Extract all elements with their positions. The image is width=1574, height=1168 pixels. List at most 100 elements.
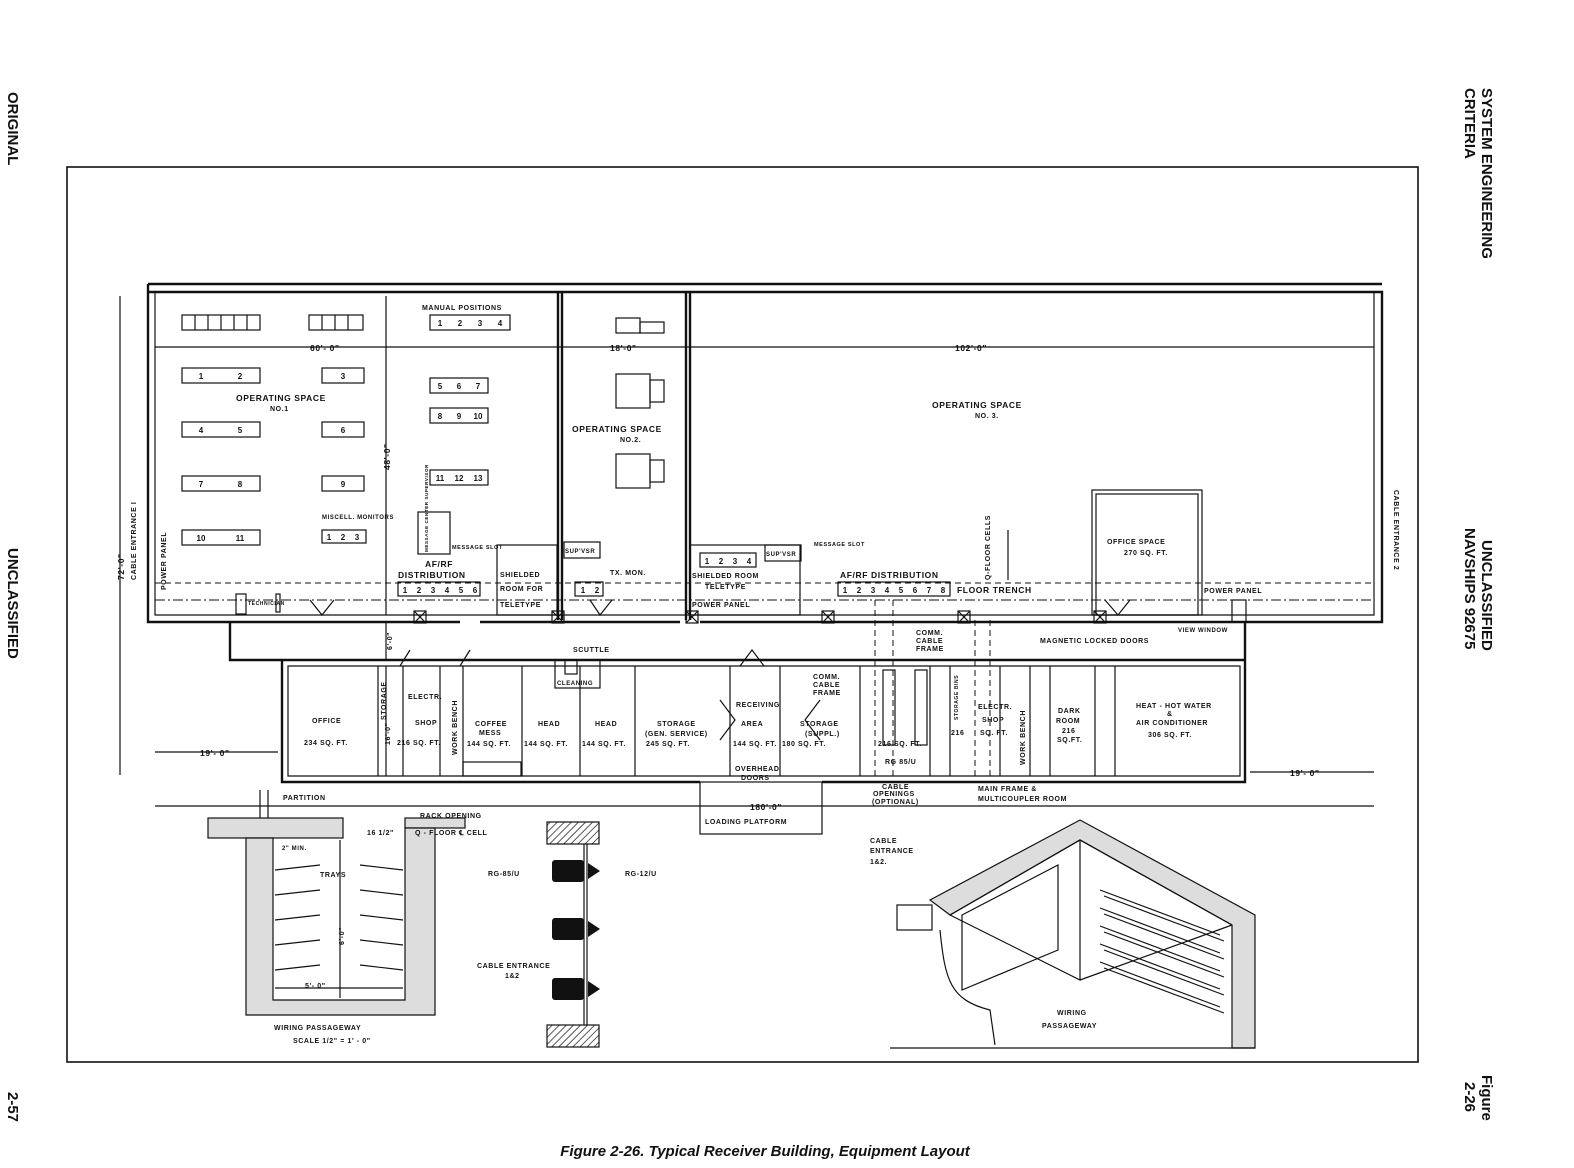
afrf2-5: 5 bbox=[899, 586, 904, 595]
comm-frame-2-c: FRAME bbox=[916, 646, 944, 653]
drawing-frame bbox=[66, 166, 1419, 1063]
work-bench-1: WORK BENCH bbox=[452, 700, 459, 755]
receiving-a: RECEIVING bbox=[736, 702, 780, 709]
storage-gen-area: 245 SQ. FT. bbox=[646, 741, 690, 748]
figure-caption: Figure 2-26. Typical Receiver Building, … bbox=[560, 1143, 971, 1160]
cable-entrance-1: CABLE ENTRANCE I bbox=[131, 502, 138, 580]
manual-13: 13 bbox=[474, 474, 483, 483]
comm-frame-1-b: CABLE bbox=[813, 682, 840, 689]
cable-openings-b: OPENINGS bbox=[873, 791, 915, 798]
section-scale: SCALE 1/2" = 1' - 0" bbox=[293, 1038, 371, 1045]
shielded-room-1-b: ROOM FOR bbox=[500, 586, 543, 593]
coffee-mess-area: 144 SQ. FT. bbox=[467, 741, 511, 748]
iso-passage-a: WIRING bbox=[1057, 1010, 1087, 1017]
office-space-area: 270 SQ. FT. bbox=[1124, 550, 1168, 557]
overhead-doors-b: DOORS bbox=[741, 775, 770, 782]
supervisor-2: SUP'VSR bbox=[766, 552, 796, 558]
comm-frame-1-a: COMM. bbox=[813, 674, 840, 681]
iso-passage-b: PASSAGEWAY bbox=[1042, 1023, 1097, 1030]
manual-10: 10 bbox=[474, 412, 483, 421]
shielded-room-1-c: TELETYPE bbox=[500, 602, 541, 609]
dark-room-b: ROOM bbox=[1056, 718, 1080, 725]
dim-16ft: 16'-0" bbox=[385, 722, 392, 745]
shielded-room-1-a: SHIELDED bbox=[500, 572, 540, 579]
afrf1-1: 1 bbox=[403, 586, 408, 595]
loading-platform: LOADING PLATFORM bbox=[705, 819, 787, 826]
electr-shop-1-b: SHOP bbox=[415, 720, 437, 727]
head-2-area: 144 SQ. FT. bbox=[582, 741, 626, 748]
rg12-u: RG-12/U bbox=[625, 871, 657, 878]
storage-suppl-a: STORAGE bbox=[800, 721, 839, 728]
main-frame-area: 216 SQ. FT. bbox=[878, 741, 922, 748]
heat-area: 306 SQ. FT. bbox=[1148, 732, 1192, 739]
cable-entrance-detail: RG-85/U RG-12/U CABLE ENTRANCE 1&2 bbox=[477, 821, 657, 1048]
technician-label: TECHNICIAN bbox=[248, 601, 285, 607]
power-panel-center: POWER PANEL bbox=[692, 602, 750, 609]
storage-suppl-area: 180 SQ. FT. bbox=[782, 741, 826, 748]
manual-4: 4 bbox=[498, 319, 503, 328]
console-5: 5 bbox=[238, 426, 243, 435]
work-bench-2: WORK BENCH bbox=[1020, 710, 1027, 765]
misc-monitors-label: MISCELL. MONITORS bbox=[322, 515, 394, 521]
cable-openings-c: (OPTIONAL) bbox=[872, 799, 919, 806]
dim-102ft: 102'-0" bbox=[955, 343, 987, 353]
head-1: HEAD bbox=[538, 721, 560, 728]
main-frame-room-a: MAIN FRAME & bbox=[978, 786, 1037, 793]
two-inch-min: 2" MIN. bbox=[282, 846, 307, 852]
receiving-area: 144 SQ. FT. bbox=[733, 741, 777, 748]
afrf1-6: 6 bbox=[473, 586, 478, 595]
afrf1-3: 3 bbox=[431, 586, 436, 595]
coffee-mess-b: MESS bbox=[479, 730, 501, 737]
trays: TRAYS bbox=[320, 872, 346, 879]
q-floor-cells: Q-FLOOR CELLS bbox=[985, 515, 992, 580]
dim-6ft: 6'-0" bbox=[387, 632, 394, 650]
dim-19ft-left: 19'- 0" bbox=[200, 748, 230, 758]
comm-frame-1-c: FRAME bbox=[813, 690, 841, 697]
margin-figure: Figure bbox=[1478, 1075, 1495, 1121]
overhead-doors-a: OVERHEAD bbox=[735, 766, 779, 773]
rg85-label: RG 85/U bbox=[885, 759, 916, 766]
message-slot-1: MESSAGE SLOT bbox=[452, 545, 503, 551]
cable-entrance-2: CABLE ENTRANCE 2 bbox=[1392, 490, 1399, 570]
afrf1-4: 4 bbox=[445, 586, 450, 595]
rack-opening: RACK OPENING bbox=[420, 813, 482, 820]
manual-5: 5 bbox=[438, 382, 443, 391]
op2-label: OPERATING SPACE bbox=[572, 424, 662, 434]
console-11: 11 bbox=[236, 534, 245, 543]
dim-72ft: 72'-0" bbox=[116, 553, 126, 580]
op1-label: OPERATING SPACE bbox=[236, 393, 326, 403]
console-9: 9 bbox=[341, 480, 346, 489]
dim-19ft-right: 19'- 0" bbox=[1290, 768, 1320, 778]
office-label: OFFICE bbox=[312, 718, 341, 725]
monitor-3: 3 bbox=[355, 533, 360, 542]
monitor-2: 2 bbox=[341, 533, 346, 542]
manual-2: 2 bbox=[458, 319, 463, 328]
manual-positions-label: MANUAL POSITIONS bbox=[422, 305, 502, 312]
cleaning: CLEANING bbox=[557, 681, 593, 687]
comm-frame-2-b: CABLE bbox=[916, 638, 943, 645]
afrf2-8: 8 bbox=[941, 586, 946, 595]
office-area: 234 SQ. FT. bbox=[304, 740, 348, 747]
storage-bins-area: 216 bbox=[951, 730, 964, 737]
electr-shop-2-c: SQ. FT. bbox=[980, 730, 1008, 737]
dim-6ft-section: 6'-0" bbox=[339, 927, 346, 945]
afrf2-6: 6 bbox=[913, 586, 918, 595]
afrf2-7: 7 bbox=[927, 586, 932, 595]
cable-openings-a: CABLE bbox=[882, 784, 909, 791]
main-frame-room-b: MULTICOUPLER ROOM bbox=[978, 796, 1067, 803]
manual-3: 3 bbox=[478, 319, 483, 328]
manual-12: 12 bbox=[455, 474, 464, 483]
wiring-passageway-title: WIRING PASSAGEWAY bbox=[274, 1025, 361, 1032]
storage-gen-a: STORAGE bbox=[657, 721, 696, 728]
dark-room-a: DARK bbox=[1058, 708, 1081, 715]
afrf2-3: 3 bbox=[871, 586, 876, 595]
electr-shop-1-c: 216 SQ. FT. bbox=[397, 740, 441, 747]
electr-shop-1-a: ELECTR. bbox=[408, 694, 442, 701]
partition: PARTITION bbox=[283, 795, 326, 802]
manual-1: 1 bbox=[438, 319, 443, 328]
console-8: 8 bbox=[238, 480, 243, 489]
shielded-room-2-a: SHIELDED ROOM bbox=[692, 573, 759, 580]
message-slot-2: MESSAGE SLOT bbox=[814, 542, 865, 548]
tx-1: 1 bbox=[581, 586, 586, 595]
floor-plan-labels: 60'- 0" 18'-0" 102'-0" 48'-0" 72'-0" 6'-… bbox=[116, 305, 1399, 826]
